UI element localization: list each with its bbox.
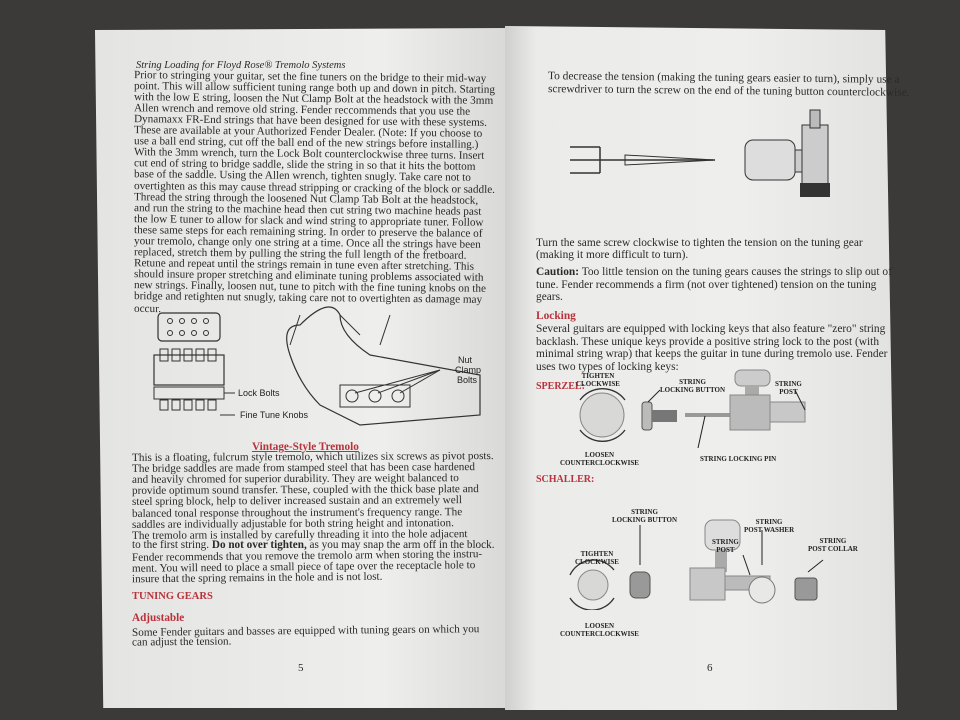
arm-warning-line: to the first string. Do not over tighten… — [132, 539, 495, 551]
sperzel-heading: SPERZEL: — [536, 381, 585, 392]
lock-bolts-label: Lock Bolts — [238, 388, 280, 398]
sperzel-loosen-label: LOOSEN COUNTERCLOCKWISE — [560, 451, 639, 467]
text-line: backlash. These unique keys provide a po… — [536, 335, 880, 348]
floyd-rose-diagram — [153, 306, 481, 426]
text-line: gears. — [536, 291, 563, 303]
clamp-label: Clamp — [455, 365, 482, 375]
adjustable-heading: Adjustable — [132, 612, 185, 624]
floyd-rose-title: String Loading for Floyd Rose® Tremolo S… — [136, 60, 346, 71]
text-line: can adjust the tension. — [131, 635, 232, 649]
sperzel-tighten-label: TIGHTEN CLOCKWISE — [576, 372, 620, 388]
fine-tune-knobs-label: Fine Tune Knobs — [240, 410, 309, 420]
sperzel-diagram — [579, 369, 806, 449]
schaller-collar-label: STRING POST COLLAR — [808, 537, 858, 553]
schaller-heading: SCHALLER: — [536, 474, 595, 485]
schaller-diagram — [569, 519, 824, 610]
tuning-gears-heading: TUNING GEARS — [132, 591, 213, 602]
schaller-loosen-label: LOOSEN COUNTERCLOCKWISE — [560, 622, 639, 638]
page-number-right: 6 — [707, 662, 713, 674]
vintage-heading: Vintage-Style Tremolo — [252, 441, 359, 453]
tuning-screw-diagram — [570, 109, 830, 197]
bolts-label: Bolts — [457, 375, 478, 385]
sperzel-pin-label: STRING LOCKING PIN — [700, 455, 777, 463]
locking-heading: Locking — [536, 310, 576, 322]
schaller-washer-label: STRING POST WASHER — [744, 518, 795, 534]
sperzel-button-label: STRING LOCKING BUTTON — [660, 378, 726, 394]
sperzel-post-label: STRING POST — [775, 380, 802, 396]
text-line: Caution: Too little tension on the tunin… — [536, 266, 892, 278]
schaller-button-label: STRING LOCKING BUTTON — [612, 508, 678, 524]
caution-label: Caution: — [536, 266, 580, 278]
text-line: Turn the same screw clockwise to tighten… — [536, 237, 863, 249]
text-line: uses two types of locking keys: — [536, 360, 679, 373]
text-line: minimal string wrap) that keeps the guit… — [536, 348, 888, 361]
text-line: (making it more difficult to turn). — [536, 249, 689, 261]
schaller-tighten-label: TIGHTEN CLOCKWISE — [575, 550, 619, 566]
text-line: Several guitars are equipped with lockin… — [536, 323, 886, 335]
text-line: tune. Fender recommends a firm (not over… — [536, 278, 877, 291]
nut-label: Nut — [458, 355, 473, 365]
schaller-post-label: STRING POST — [712, 538, 739, 554]
page-number-left: 5 — [298, 662, 304, 674]
